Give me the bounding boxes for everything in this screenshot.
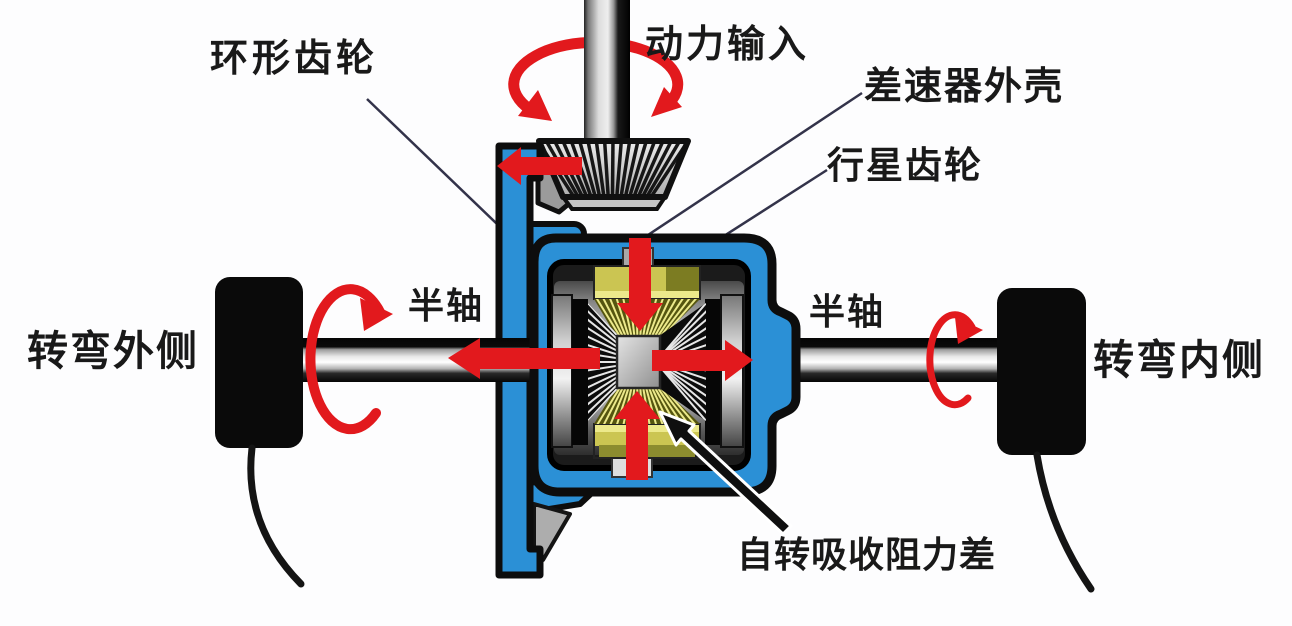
- left-wheel-track: [247, 444, 305, 588]
- label-ring-gear: 环形齿轮: [210, 38, 379, 80]
- axle-rotation-arrows: [305, 284, 983, 435]
- right-slot: [705, 299, 721, 445]
- rotation-arrow-input-head-left: [518, 90, 552, 121]
- force-arrow-top-down: [617, 238, 663, 331]
- rotation-arrow-input-head-right: [651, 87, 682, 117]
- left-slot: [572, 299, 588, 445]
- leader-line-differential-housing: [632, 91, 863, 247]
- left-bearing-band: [551, 294, 573, 448]
- label-planet-gear: 行星齿轮: [827, 145, 983, 186]
- label-half-shaft-left: 半轴: [408, 285, 485, 326]
- label-spin-note: 自转吸收阻力差: [737, 534, 997, 575]
- force-arrows: [448, 87, 753, 480]
- rotation-arrow-left-axle-head: [360, 298, 393, 331]
- label-half-shaft-right: 半轴: [809, 291, 886, 332]
- label-turn-outside: 转弯外侧: [27, 328, 199, 374]
- side-gear-left: [588, 303, 619, 421]
- force-arrow-left-axle-out: [448, 338, 600, 379]
- force-arrow-right-axle-out: [652, 340, 753, 381]
- input-drive-shaft: [584, 0, 630, 145]
- spin-note-pointer-arrow: [658, 410, 793, 536]
- left-wheel: [215, 277, 305, 588]
- force-arrow-ring-gear-left: [497, 147, 582, 185]
- right-wheel-track: [1033, 451, 1095, 593]
- force-arrow-bottom-up: [614, 391, 660, 480]
- label-turn-inside: 转弯内侧: [1093, 337, 1265, 383]
- rotation-arrow-right-axle-head: [955, 317, 983, 344]
- right-wheel: [997, 288, 1095, 593]
- rotation-arrow-right-axle: [926, 311, 976, 409]
- rotation-arrow-left-axle: [305, 284, 385, 435]
- label-power-input: 动力输入: [645, 24, 810, 66]
- label-differential-housing: 差速器外壳: [864, 66, 1065, 108]
- right-axle-shaft: [786, 338, 1004, 382]
